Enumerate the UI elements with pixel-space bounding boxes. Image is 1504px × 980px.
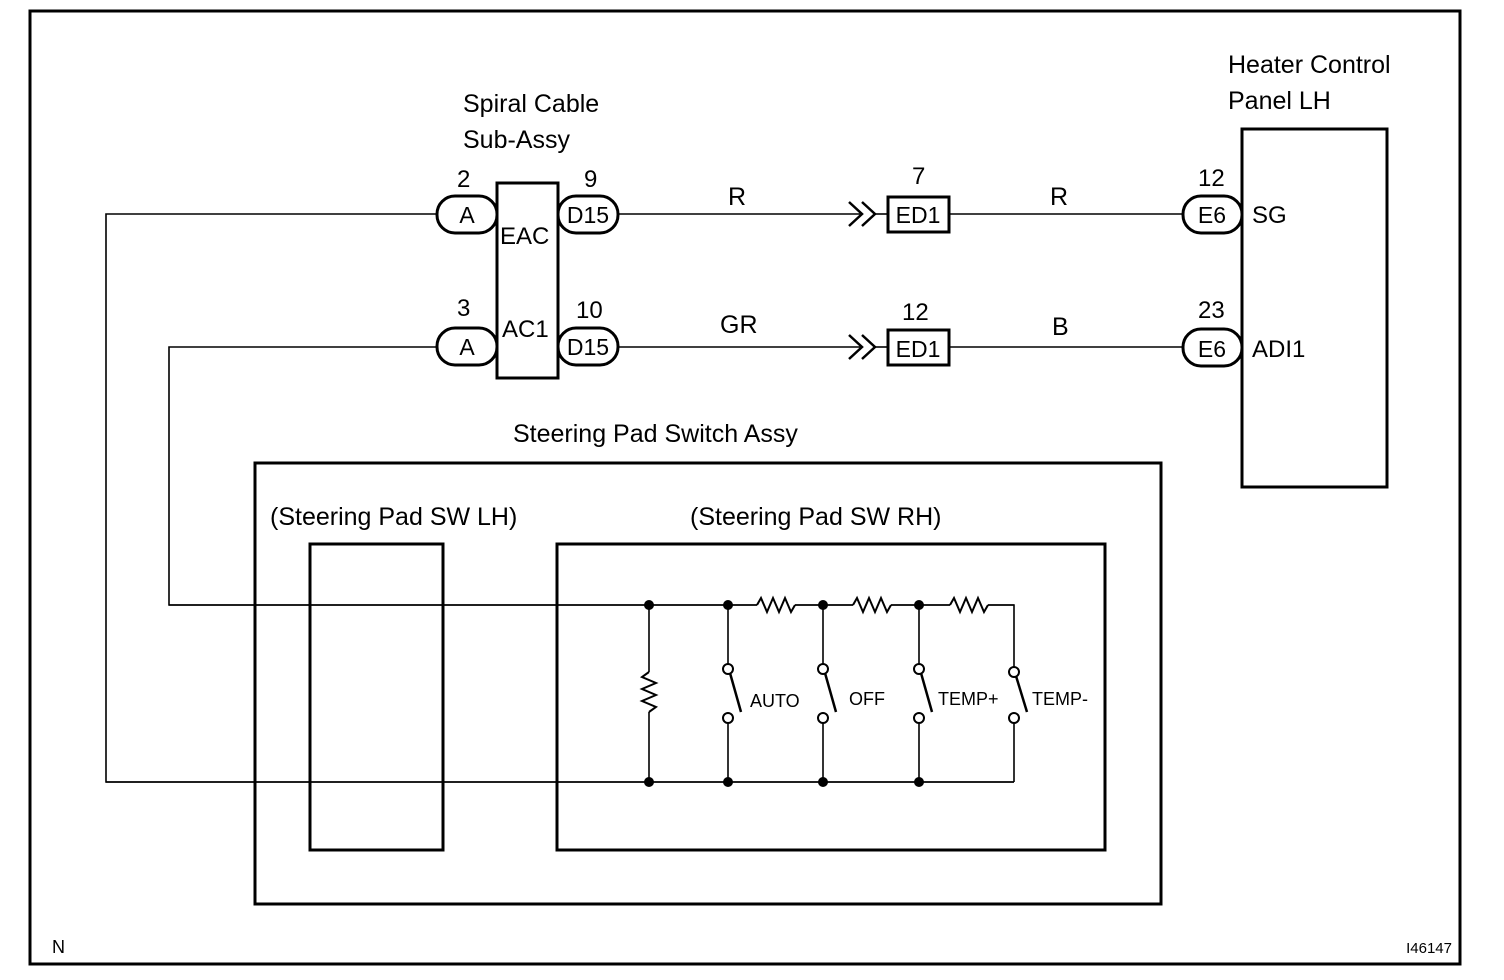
resistor-icon: [756, 595, 796, 615]
connector-arrow-icon: [848, 334, 864, 360]
connector-a-bottom: [435, 326, 499, 367]
connector-a-top: [435, 194, 499, 235]
terminal-sg: SG: [1252, 202, 1287, 229]
switch-contact: [913, 663, 925, 675]
pin-number: 7: [912, 163, 925, 190]
switch-contact: [722, 663, 734, 675]
switch-label-temp-plus: TEMP+: [938, 689, 999, 709]
resistor-icon: [852, 595, 892, 615]
connector-d15-top: [556, 194, 620, 235]
connector-e6-top: [1181, 194, 1244, 235]
connector-d15-bottom: [556, 326, 620, 367]
pin-number: 2: [457, 166, 470, 193]
spiral-cable-label-1: Spiral Cable: [463, 90, 599, 118]
heater-panel-label-2: Panel LH: [1228, 87, 1331, 115]
pin-number: 10: [576, 297, 603, 324]
switch-contact: [817, 663, 829, 675]
switch-label-temp-minus: TEMP-: [1032, 689, 1088, 709]
switch-label-off: OFF: [849, 689, 885, 709]
switch-lever: [919, 672, 934, 713]
switch-contact: [1008, 712, 1020, 724]
switch-contact: [913, 712, 925, 724]
terminal-ac1: AC1: [502, 316, 549, 343]
diagram-frame: [28, 9, 1462, 966]
figure-id: I46147: [1406, 940, 1452, 957]
spiral-cable-box: [495, 181, 560, 380]
connector-arrow-icon: [861, 334, 877, 360]
pin-number: 3: [457, 295, 470, 322]
wire-color-label: R: [728, 183, 746, 211]
resistor-icon: [639, 671, 659, 713]
connector-label: ED1: [896, 336, 941, 362]
connector-arrow-icon: [861, 201, 877, 227]
switch-temp-minus: TEMP-: [1008, 666, 1088, 782]
steering-assy-box: [253, 461, 1163, 906]
connector-label: A: [459, 202, 475, 228]
wire-color-label: GR: [720, 311, 758, 339]
junction-dot: [644, 777, 654, 787]
junction-ed1-bottom: [886, 328, 951, 367]
junction-dot: [818, 600, 828, 610]
pin-number: 12: [1198, 165, 1225, 192]
switch-contact: [722, 712, 734, 724]
switch-lever: [823, 672, 838, 713]
terminal-eac: EAC: [500, 223, 549, 250]
wire-color-label: B: [1052, 313, 1069, 341]
junction-dot: [723, 777, 733, 787]
pin-number: 12: [902, 299, 929, 326]
connector-label: A: [459, 334, 475, 360]
sw-lh-label: (Steering Pad SW LH): [270, 503, 517, 531]
switch-temp-plus: TEMP+: [913, 605, 999, 782]
connector-label: E6: [1198, 202, 1226, 228]
connector-e6-bottom: [1181, 327, 1244, 368]
sw-lh-box: [308, 542, 445, 852]
connector-label: ED1: [896, 202, 941, 228]
switch-auto: AUTO: [722, 605, 800, 782]
junction-dots: [644, 600, 924, 787]
sw-rh-label: (Steering Pad SW RH): [690, 503, 941, 531]
resistor-icon: [949, 595, 989, 615]
pin-number: 23: [1198, 297, 1225, 324]
switch-contact: [1008, 666, 1020, 678]
wire-color-label: R: [1050, 183, 1068, 211]
switch-off: OFF: [817, 605, 885, 782]
switch-lever: [1014, 675, 1029, 713]
sw-rh-box: [555, 542, 1107, 852]
connector-label: D15: [567, 334, 609, 360]
junction-dot: [914, 600, 924, 610]
connector-arrow-icon: [848, 201, 864, 227]
switch-contact: [817, 712, 829, 724]
resistor-ladder: [756, 595, 989, 615]
junction-ed1-top: [886, 195, 951, 234]
steering-assy-label: Steering Pad Switch Assy: [513, 420, 798, 448]
connector-label: E6: [1198, 336, 1226, 362]
junction-dot: [644, 600, 654, 610]
connector-label: D15: [567, 202, 609, 228]
terminal-adi1: ADI1: [1252, 336, 1305, 363]
switch-label-auto: AUTO: [750, 691, 800, 711]
junction-dot: [723, 600, 733, 610]
heater-panel-box: [1240, 127, 1389, 489]
switch-lever: [728, 672, 743, 713]
junction-dot: [818, 777, 828, 787]
heater-panel-label-1: Heater Control: [1228, 51, 1391, 79]
junction-dot: [914, 777, 924, 787]
footer-left-label: N: [52, 937, 65, 957]
pin-number: 9: [584, 166, 597, 193]
spiral-cable-label-2: Sub-Assy: [463, 126, 570, 154]
